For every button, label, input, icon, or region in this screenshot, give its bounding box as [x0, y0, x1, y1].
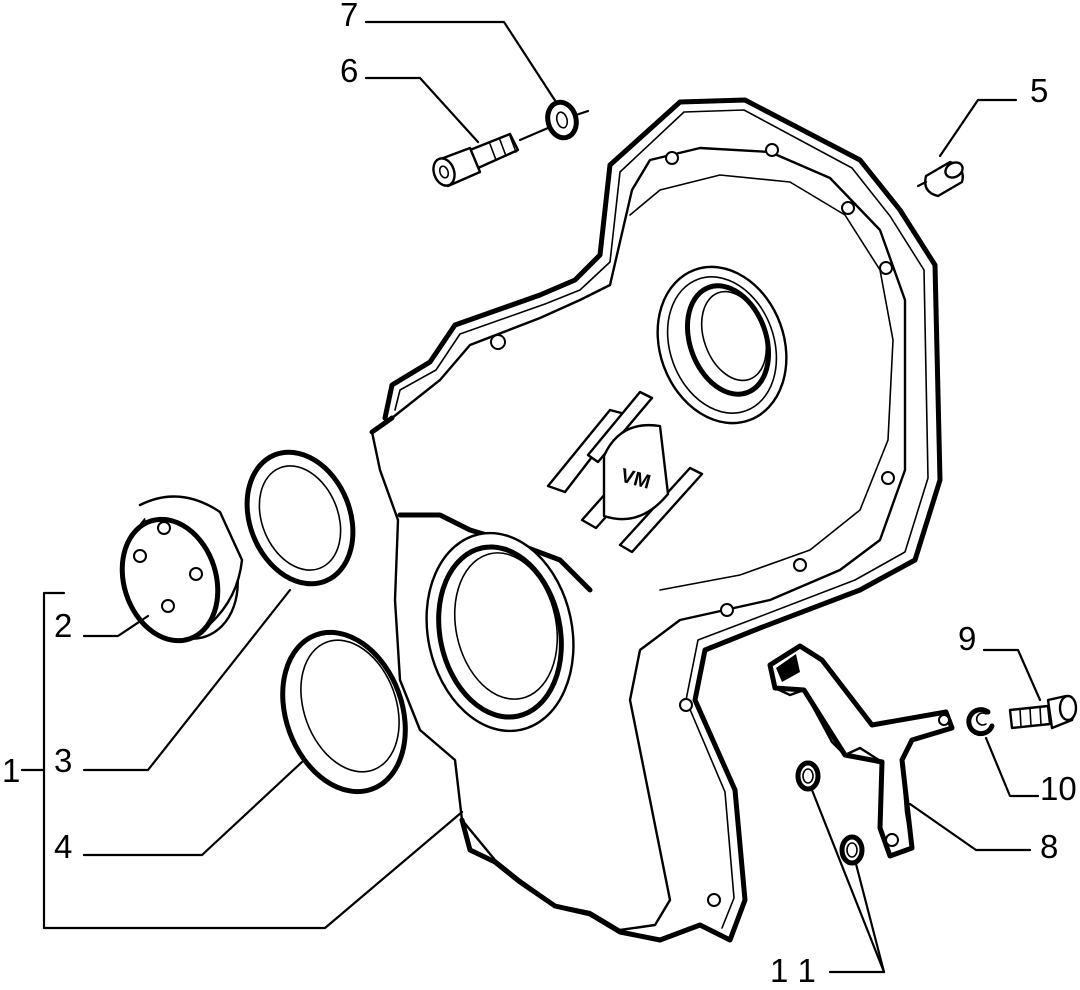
lock-washer — [966, 707, 995, 737]
callout-3: 3 — [54, 742, 72, 779]
cap-plug — [119, 495, 244, 644]
callout-6: 6 — [340, 52, 358, 89]
callout-4: 4 — [54, 828, 72, 865]
callout-2: 2 — [54, 607, 72, 644]
vm-logo: VM — [546, 390, 704, 554]
callout-9: 9 — [958, 620, 976, 657]
bolt — [1008, 694, 1078, 730]
oil-seal — [280, 629, 408, 795]
bracket — [767, 643, 955, 859]
cap-screw — [432, 126, 550, 188]
gasket-ring — [244, 449, 356, 587]
timing-cover: VM — [369, 97, 943, 943]
dowel-pin — [916, 160, 964, 198]
spacer-washers — [795, 760, 865, 866]
callout-11: 1 1 — [770, 952, 816, 989]
washer — [545, 99, 590, 141]
callout-8: 8 — [1040, 828, 1058, 865]
leader-lines — [20, 20, 1042, 974]
callout-10: 10 — [1040, 770, 1077, 807]
callout-5: 5 — [1030, 72, 1048, 109]
callout-1: 1 — [2, 752, 20, 789]
callout-7: 7 — [340, 0, 358, 33]
